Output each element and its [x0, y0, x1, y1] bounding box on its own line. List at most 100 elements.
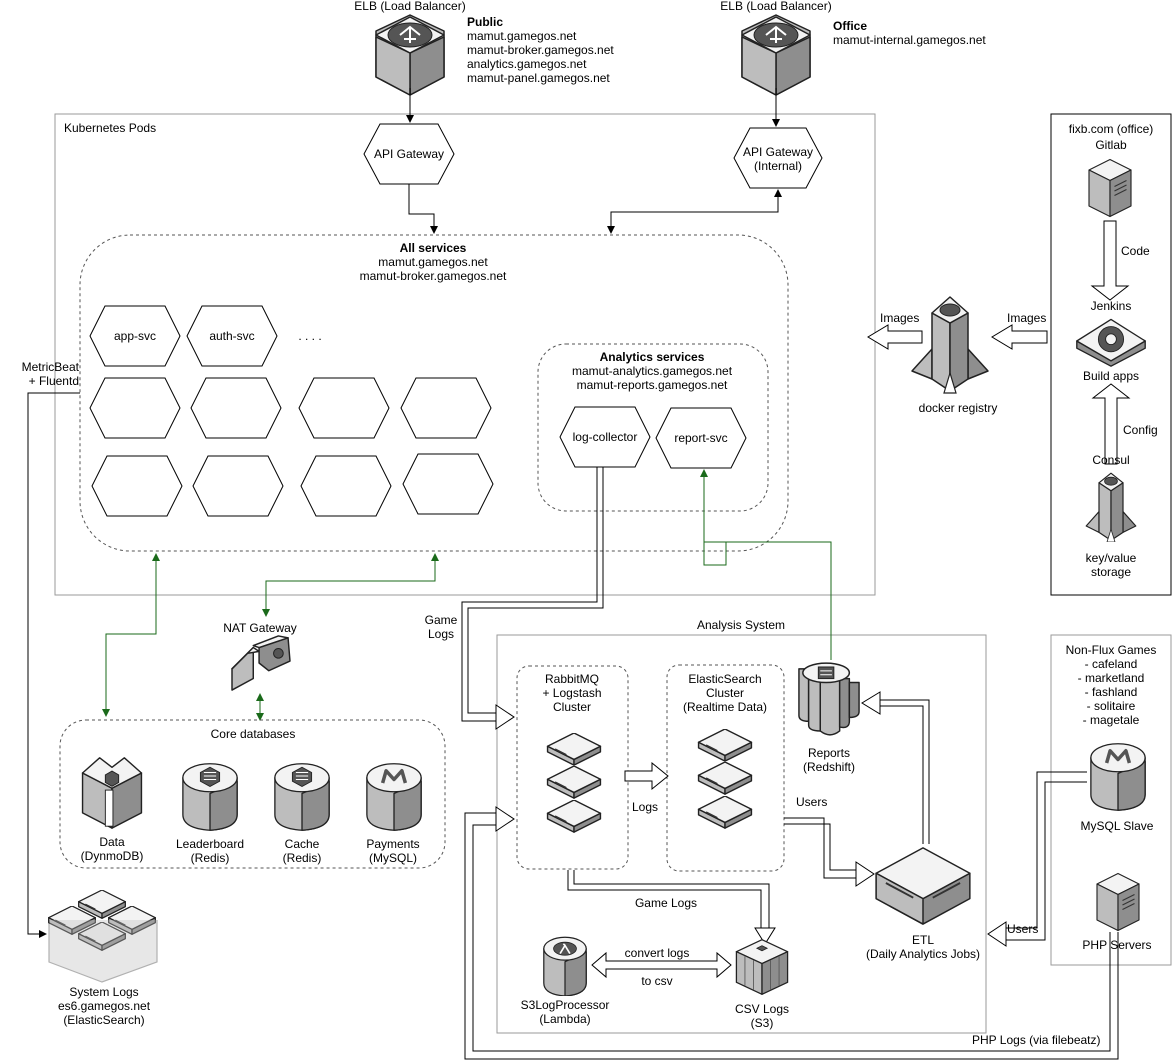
core-db-type: (Redis)	[191, 851, 230, 865]
mysql-slave-icon	[1088, 742, 1148, 812]
elb-public-domain: mamut-broker.gamegos.net	[467, 43, 614, 57]
service-node-blank[interactable]	[298, 377, 390, 439]
all-services-domain-2: mamut-broker.gamegos.net	[360, 269, 507, 283]
csv-logs-label-1: CSV Logs	[735, 1002, 789, 1016]
core-db-name: Data	[99, 835, 125, 849]
api-gateway-internal-label-1: API Gateway	[743, 145, 813, 159]
service-node-blank[interactable]	[300, 455, 392, 517]
service-node-blank[interactable]	[400, 377, 492, 439]
api-gateway-internal-label-2: (Internal)	[754, 159, 802, 173]
service-node-blank[interactable]	[89, 377, 181, 439]
analytics-domain-2: mamut-reports.gamegos.net	[577, 378, 728, 392]
system-logs-label-3: (ElasticSearch)	[63, 1013, 144, 1027]
elb-office-heading: Office	[833, 19, 867, 33]
service-node-blank[interactable]	[402, 453, 494, 515]
etl-server-icon	[875, 846, 971, 926]
service-node-log-collector[interactable]	[559, 406, 651, 468]
elb-public-domain: mamut-panel.gamegos.net	[467, 71, 610, 85]
rabbitmq-cluster-group	[516, 665, 629, 870]
analytics-services-title: Analytics services	[600, 350, 705, 364]
server-icon	[546, 766, 602, 799]
redis-icon	[182, 763, 238, 831]
redshift-reports-icon	[798, 662, 860, 736]
metricbeat-label-2: + Fluentd	[29, 374, 79, 388]
elb-public-title: ELB (Load Balancer)	[354, 0, 465, 13]
api-gateway-node[interactable]	[363, 123, 455, 185]
all-services-domain-1: mamut.gamegos.net	[378, 255, 488, 269]
game-logs-csv-label: Game Logs	[635, 896, 697, 910]
s3logprocessor-label-1: S3LogProcessor	[521, 998, 610, 1012]
php-logs-arrowhead	[495, 806, 515, 832]
jenkins-gear-icon	[1076, 318, 1146, 367]
load-balancer-icon	[375, 14, 445, 96]
non-flux-game: - cafeland	[1085, 657, 1138, 671]
elb-office-domain: mamut-internal.gamegos.net	[833, 33, 986, 47]
server-icon	[546, 800, 602, 833]
images-from-jenkins-label: Images	[1007, 311, 1046, 325]
users-from-mysql-label: Users	[1007, 922, 1038, 936]
dynamodb-icon	[81, 757, 143, 829]
rabbitmq-label-1: RabbitMQ	[545, 672, 599, 686]
s3logprocessor-label-2: (Lambda)	[539, 1012, 590, 1026]
logs-flow-arrow	[624, 761, 669, 791]
core-db-type: (MySQL)	[369, 851, 417, 865]
service-node-blank[interactable]	[190, 377, 282, 439]
code-flow-arrow	[1090, 220, 1130, 301]
rabbitmq-label-2: + Logstash	[542, 686, 601, 700]
non-flux-game: - marketland	[1078, 671, 1145, 685]
config-label: Config	[1123, 423, 1158, 437]
elb-public-heading: Public	[467, 15, 503, 29]
load-balancer-icon	[741, 14, 811, 96]
non-flux-game: - magetale	[1083, 713, 1140, 727]
users-label: Users	[796, 795, 827, 809]
analytics-domain-1: mamut-analytics.gamegos.net	[572, 364, 733, 378]
service-node-blank[interactable]	[192, 455, 284, 517]
etl-label-1: ETL	[912, 933, 934, 947]
etl-to-reports-arrowhead	[861, 691, 881, 715]
service-node-auth-svc[interactable]	[186, 305, 278, 367]
elb-public-domain: analytics.gamegos.net	[467, 57, 587, 71]
metricbeat-label-1: MetricBeat	[22, 360, 80, 374]
server-icon	[697, 796, 753, 829]
kv-storage-label-2: storage	[1091, 565, 1131, 579]
php-logs-label: PHP Logs (via filebeatz)	[972, 1033, 1101, 1047]
etl-label-2: (Daily Analytics Jobs)	[866, 947, 980, 961]
fixb-office-container	[1050, 113, 1172, 596]
non-flux-title: Non-Flux Games	[1066, 643, 1157, 657]
elb-public-domain: mamut.gamegos.net	[467, 29, 577, 43]
logs-label: Logs	[632, 800, 658, 814]
core-db-name: Leaderboard	[176, 837, 244, 851]
mysql-icon	[364, 762, 424, 832]
service-node-blank[interactable]	[91, 455, 183, 517]
gitlab-icon	[1088, 158, 1132, 218]
elasticsearch-label-1: ElasticSearch	[688, 672, 761, 686]
analytics-services-group	[537, 343, 769, 512]
api-gateway-internal-node[interactable]	[733, 127, 823, 189]
to-csv-label: to csv	[641, 974, 672, 988]
service-node-app-svc[interactable]	[89, 305, 181, 367]
lambda-icon	[542, 936, 588, 996]
analysis-system-title: Analysis System	[697, 618, 785, 632]
gitlab-label: Gitlab	[1095, 138, 1127, 152]
all-services-title: All services	[400, 241, 467, 255]
kubernetes-pods-title: Kubernetes Pods	[64, 121, 156, 135]
service-node-report-svc[interactable]	[655, 407, 747, 469]
s3-bucket-icon	[735, 938, 789, 996]
reports-label-1: Reports	[808, 746, 850, 760]
elasticsearch-label-2: Cluster	[706, 686, 744, 700]
core-db-name: Payments	[366, 837, 419, 851]
kubernetes-pods-container	[54, 113, 876, 596]
game-logs-arrowhead	[495, 704, 515, 730]
core-databases-title: Core databases	[211, 727, 296, 741]
non-flux-game: - fashland	[1085, 685, 1138, 699]
service-label-app-svc: app-svc	[114, 329, 156, 343]
reports-label-2: (Redshift)	[803, 760, 855, 774]
php-servers-icon	[1096, 872, 1140, 932]
convert-logs-arrow	[591, 951, 732, 979]
docker-registry-icon	[911, 296, 989, 394]
csv-logs-label-2: (S3)	[751, 1016, 774, 1030]
game-logs-label-2: Logs	[428, 627, 454, 641]
consul-label: Consul	[1092, 453, 1129, 467]
core-db-type: (Redis)	[283, 851, 322, 865]
server-icon	[697, 729, 753, 762]
